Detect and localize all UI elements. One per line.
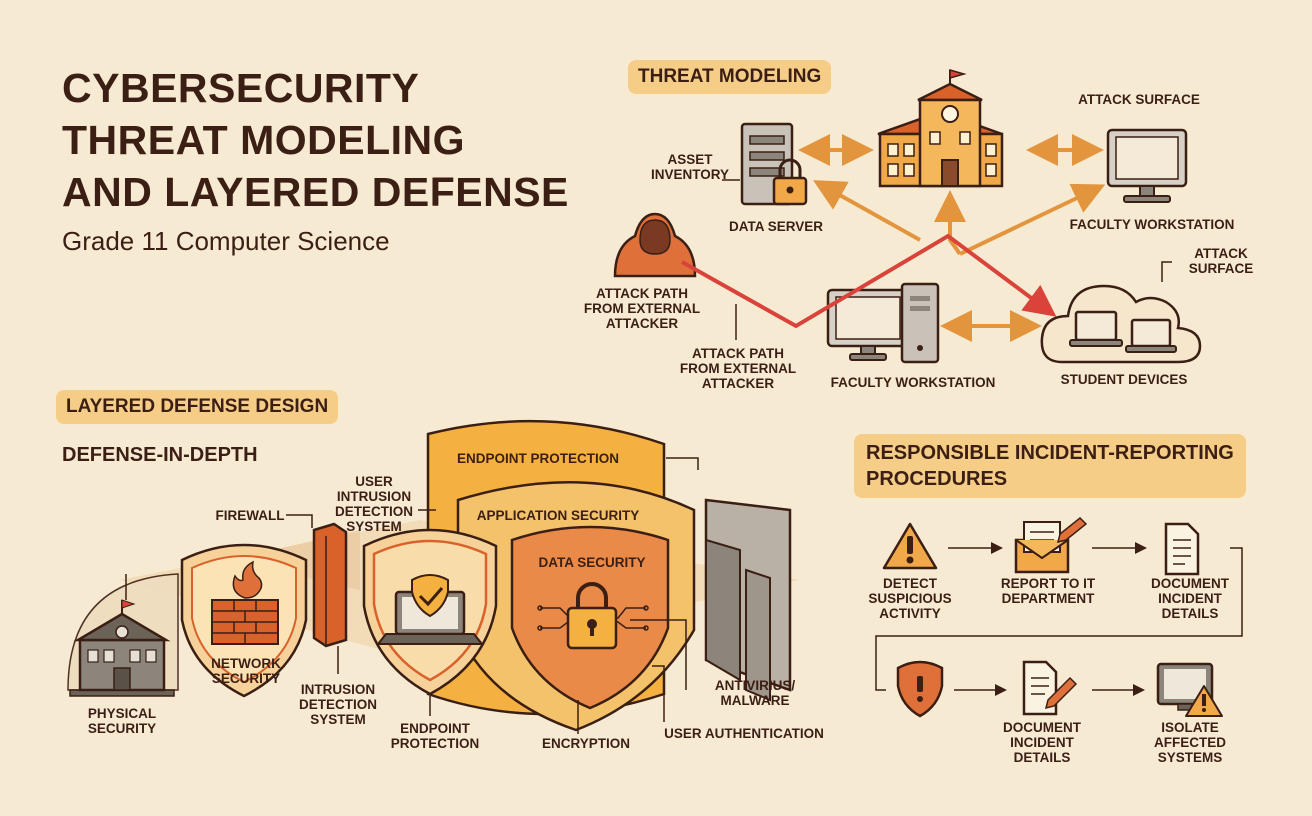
antivirus-wall-icon: [704, 498, 792, 702]
alert-shield-icon: [896, 660, 944, 718]
attack-path-label-2: ATTACK PATH FROM EXTERNAL ATTACKER: [679, 346, 797, 391]
intrusion-detection-label: INTRUSION DETECTION SYSTEM: [298, 682, 377, 727]
data-security-label: DATA SECURITY: [538, 555, 646, 570]
asset-inventory-label: ASSET INVENTORY: [650, 152, 729, 182]
school-building-icon: [877, 69, 1004, 188]
user-authentication-label: USER AUTHENTICATION: [664, 726, 824, 741]
threat-leader-lines: [722, 179, 1172, 340]
incident-reporting-heading: RESPONSIBLE INCIDENT-REPORTING PROCEDURE…: [854, 434, 1246, 498]
user-ids-label: USER INTRUSION DETECTION SYSTEM: [334, 474, 413, 534]
shield-check-icon: [411, 574, 449, 618]
student-devices-label: STUDENT DEVICES: [1060, 372, 1188, 387]
attack-path-label-1: ATTACK PATH FROM EXTERNAL ATTACKER: [583, 286, 701, 331]
defense-leader-lines: [125, 457, 699, 734]
firewall-brick-icon: [211, 599, 279, 645]
intrusion-detection-pillar: [312, 522, 348, 648]
endpoint-protection-layer-label: ENDPOINT PROTECTION: [456, 451, 619, 466]
padlock-icon: [566, 582, 618, 650]
document-icon: [1164, 522, 1200, 576]
document-pen-icon: [1022, 660, 1078, 716]
flame-icon: [232, 560, 263, 599]
application-security-label: APPLICATION SECURITY: [476, 508, 640, 523]
data-server-label: DATA SERVER: [728, 219, 823, 234]
threat-modeling-heading: THREAT MODELING: [628, 60, 832, 94]
incident-step-document-1: DOCUMENT INCIDENT DETAILS: [1151, 576, 1229, 621]
endpoint-protection-label: ENDPOINT PROTECTION: [390, 721, 480, 751]
defense-in-depth-subheading: DEFENSE-IN-DEPTH: [62, 444, 258, 466]
faculty-workstation-label-top: FACULTY WORKSTATION: [1069, 217, 1235, 232]
warning-triangle-icon: [882, 522, 938, 570]
data-server-icon: [740, 122, 808, 206]
attack-path-arrow: [681, 233, 1057, 329]
isolate-monitor-icon: [1156, 662, 1223, 717]
firewall-label: FIREWALL: [215, 508, 285, 523]
threat-connections: [798, 134, 1106, 342]
antivirus-label: ANTIVIRIUS/ MALWARE: [714, 678, 796, 708]
faculty-workstation-label-bottom: FACULTY WORKSTATION: [830, 375, 996, 390]
attack-surface-label-right: ATTACK SURFACE: [1188, 246, 1254, 276]
physical-security-building-icon: [69, 599, 175, 697]
incident-step-report: REPORT TO IT DEPARTMENT: [1000, 576, 1096, 606]
incident-step-isolate: ISOLATE AFFECTED SYSTEMS: [1154, 720, 1226, 765]
faculty-workstation-icon: [826, 282, 940, 364]
student-devices-cloud-icon: [1040, 284, 1202, 364]
network-security-label: NETWORK SECURITY: [211, 656, 281, 686]
incident-flow-arrows: [875, 542, 1243, 696]
faculty-monitor-icon-top: [1106, 128, 1188, 203]
report-envelope-icon: [1014, 516, 1088, 574]
incident-step-document-2: DOCUMENT INCIDENT DETAILS: [1003, 720, 1081, 765]
layered-defense-heading: LAYERED DEFENSE DESIGN: [56, 390, 339, 424]
page-subtitle: Grade 11 Computer Science: [62, 226, 390, 256]
attacker-hooded-icon: [613, 212, 697, 278]
physical-security-label: PHYSICAL SECURITY: [87, 706, 157, 736]
incident-step-detect: DETECT SUSPICIOUS ACTIVITY: [868, 576, 952, 621]
attack-surface-label-top: ATTACK SURFACE: [1078, 92, 1200, 107]
page-title: CYBERSECURITY THREAT MODELING AND LAYERE…: [62, 65, 569, 215]
encryption-label: ENCRYPTION: [541, 736, 630, 751]
